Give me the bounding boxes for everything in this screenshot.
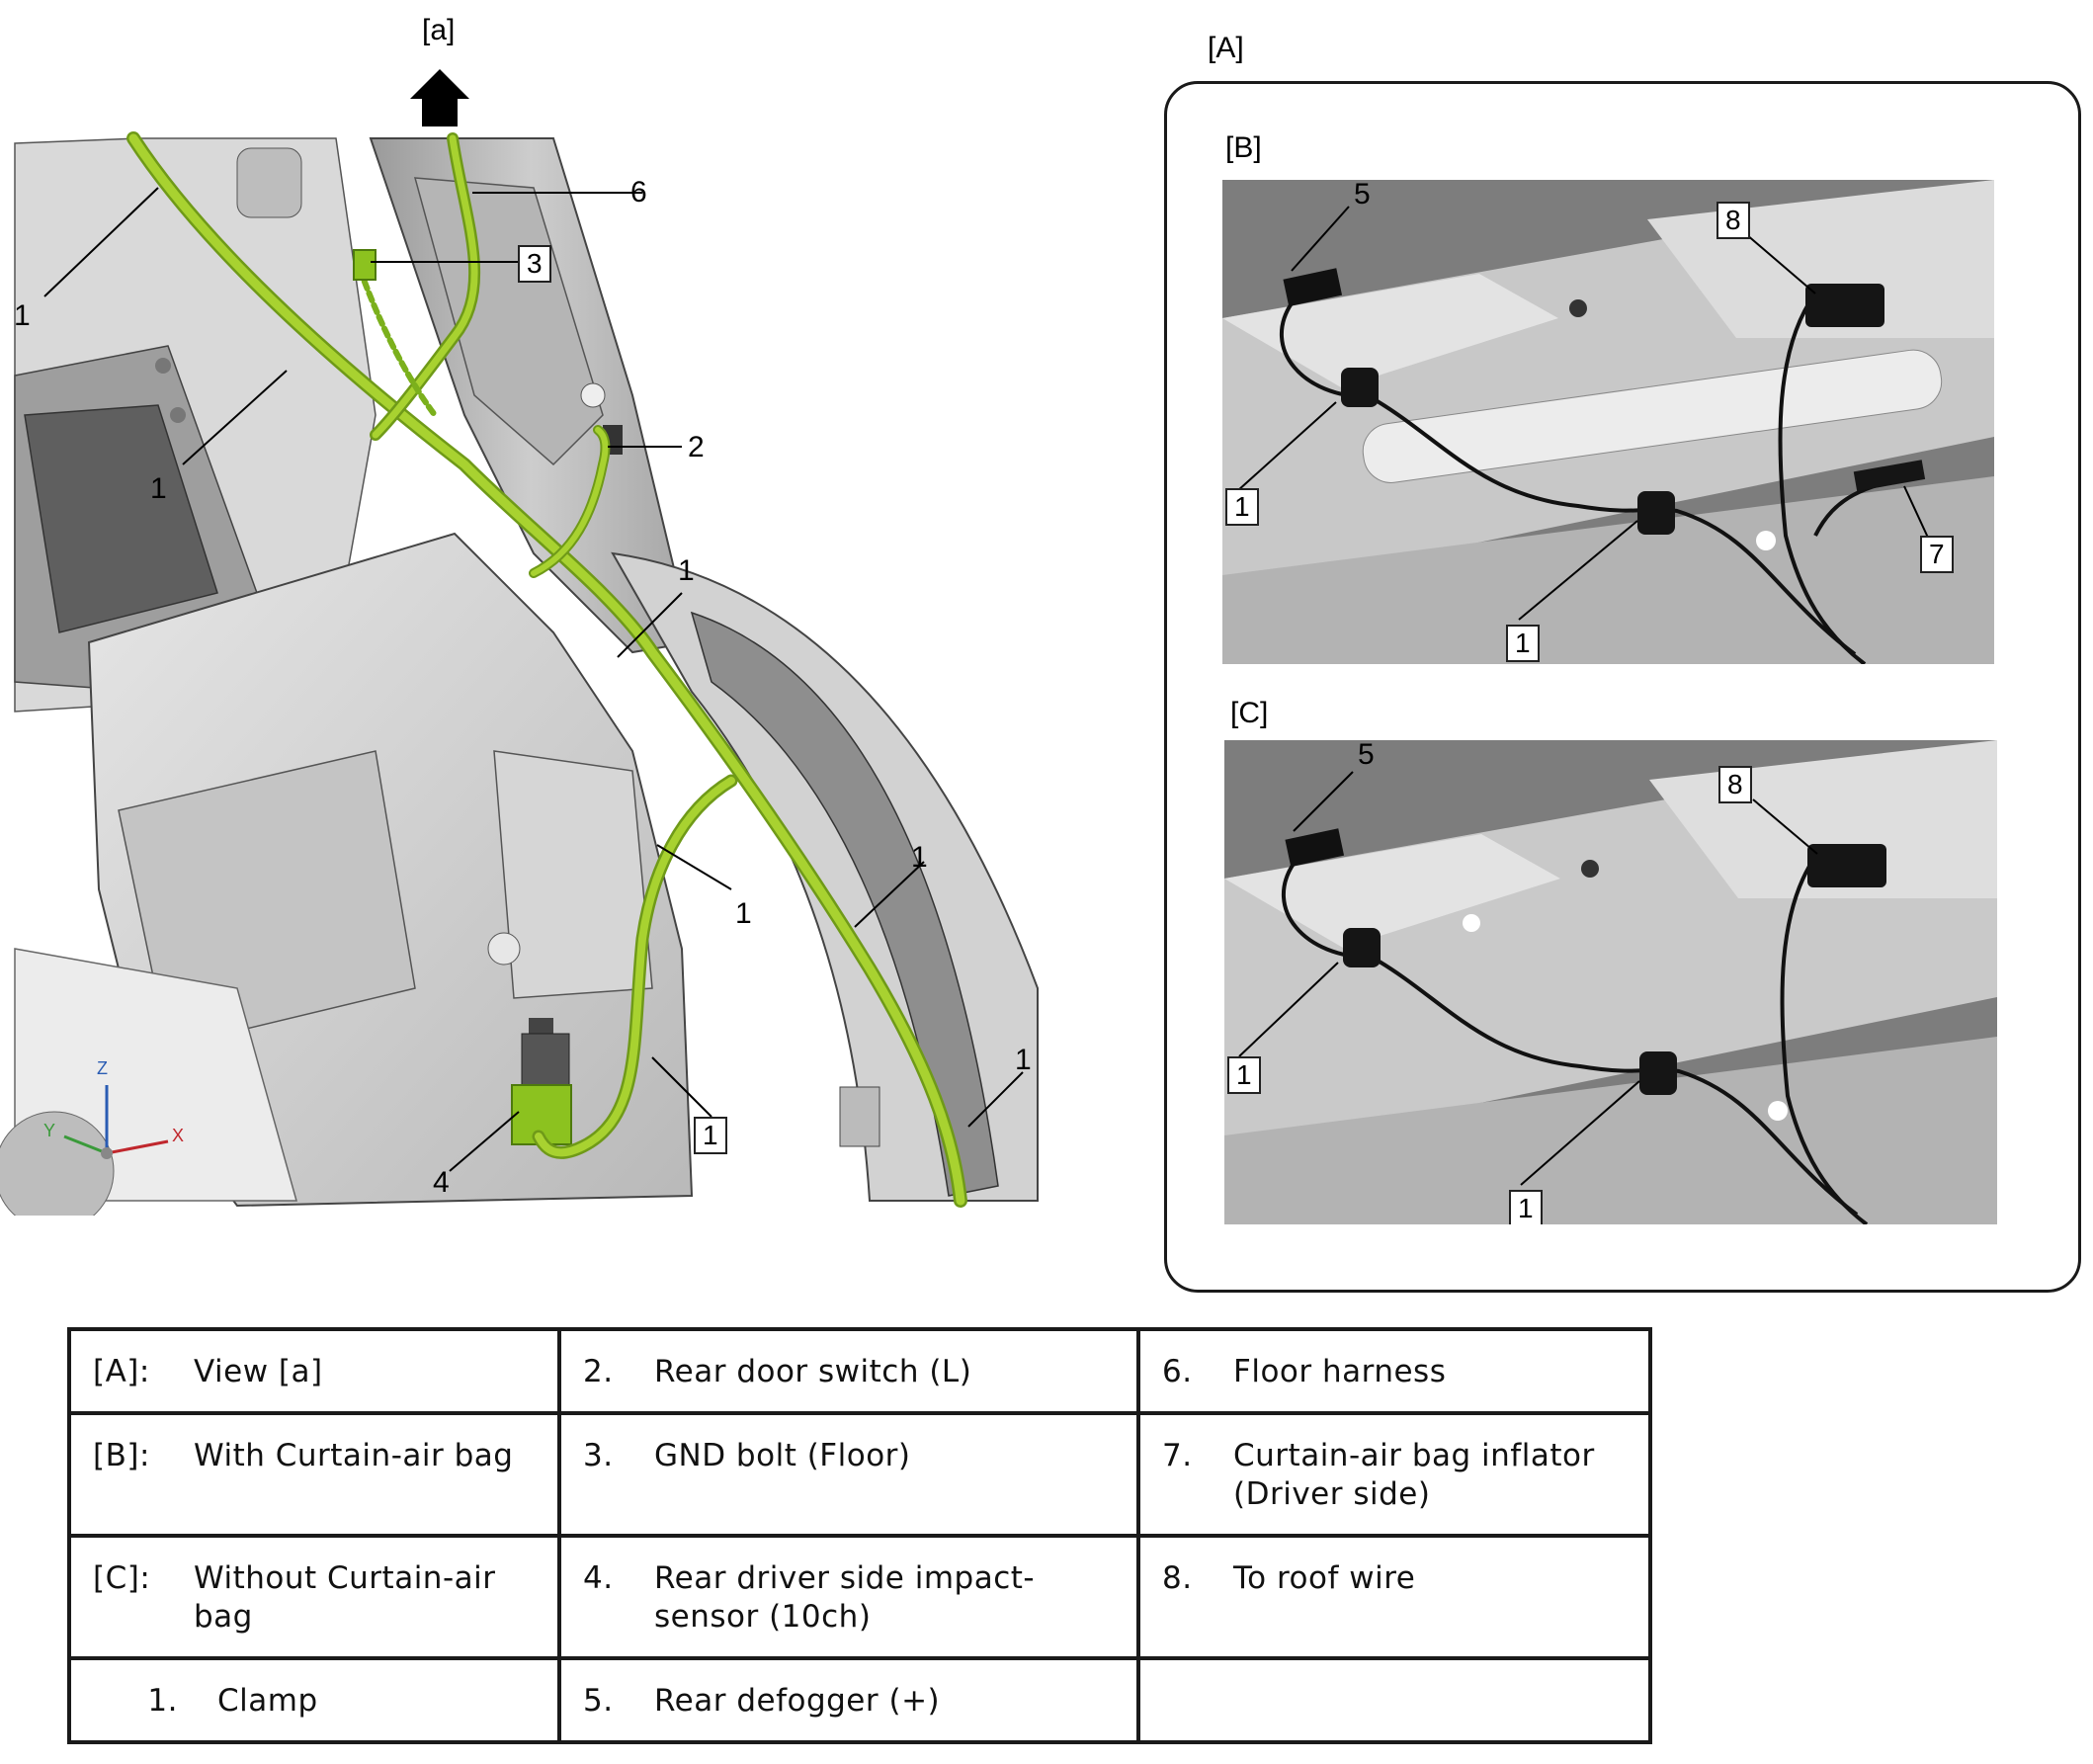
legend-cell: 2. Rear door switch (L)	[557, 1327, 1140, 1415]
callout-impact-sensor-4: 4	[433, 1166, 450, 1199]
panel-b-callout-5: 5	[1354, 180, 1371, 210]
legend-key: [C]:	[93, 1560, 151, 1596]
legend-row: 1. Clamp 5. Rear defogger (+)	[67, 1656, 1652, 1744]
panel-b-label: [B]	[1225, 131, 1262, 164]
legend-cell: [A]: View [a]	[67, 1327, 561, 1415]
callout-rear-door-switch-2: 2	[688, 431, 705, 463]
legend-desc: With Curtain-air bag	[194, 1438, 514, 1473]
legend-cell: 3. GND bolt (Floor)	[557, 1411, 1140, 1538]
callout-clamp-1g: 1	[1015, 1044, 1032, 1076]
panel-c-callout-8: 8	[1718, 766, 1752, 803]
legend-desc: View [a]	[194, 1354, 323, 1389]
panel-b-callout-1a: 1	[1225, 488, 1259, 526]
legend-desc: Curtain-air bag inflator (Driver side)	[1233, 1438, 1595, 1512]
callout-clamp-1a: 1	[14, 299, 31, 332]
legend-desc: To roof wire	[1233, 1560, 1416, 1596]
legend-desc: GND bolt (Floor)	[654, 1438, 911, 1473]
legend-row: [C]: Without Curtain-air bag 4. Rear drive…	[67, 1534, 1652, 1660]
legend-key: 5.	[583, 1683, 614, 1719]
legend-desc: Clamp	[217, 1683, 318, 1719]
legend-key: 1.	[147, 1683, 178, 1719]
view-direction-arrow-icon	[410, 69, 469, 126]
inset-view-frame: [B]	[1164, 81, 2081, 1293]
legend-cell: 6. Floor harness	[1136, 1327, 1652, 1415]
legend-desc: Rear door switch (L)	[654, 1354, 972, 1389]
callout-clamp-1c: 1	[678, 554, 695, 587]
panel-c-callout-1a: 1	[1227, 1056, 1261, 1094]
panel-b-callout-1b: 1	[1506, 625, 1540, 662]
legend-cell: [C]: Without Curtain-air bag	[67, 1534, 561, 1660]
legend-key: [B]:	[93, 1438, 150, 1473]
panel-c-label: [C]	[1230, 697, 1269, 729]
legend-key: 6.	[1162, 1354, 1193, 1389]
legend-cell: 5. Rear defogger (+)	[557, 1656, 1140, 1744]
panel-c-callout-5: 5	[1358, 740, 1375, 771]
legend-key: 2.	[583, 1354, 614, 1389]
legend-key: 3.	[583, 1438, 614, 1473]
legend-desc: Floor harness	[1233, 1354, 1447, 1389]
inset-label: [A]	[1208, 32, 1244, 64]
panel-c-photo: 5 8 1 1	[1224, 740, 1997, 1224]
legend-desc: Rear driver side impact- sensor (10ch)	[654, 1560, 1036, 1635]
legend-row: [A]: View [a] 2. Rear door switch (L) 6. Fl…	[67, 1327, 1652, 1415]
legend-cell: 7. Curtain-air bag inflator (Driver side)	[1136, 1411, 1652, 1538]
axis-z-label: Z	[97, 1058, 108, 1078]
view-arrow-label: [a]	[422, 14, 456, 46]
axis-y-label: Y	[43, 1121, 56, 1140]
legend-cell: [B]: With Curtain-air bag	[67, 1411, 561, 1538]
axis-x-label: X	[172, 1126, 185, 1145]
callout-gnd-bolt-3: 3	[518, 245, 551, 283]
legend-cell: 8. To roof wire	[1136, 1534, 1652, 1660]
legend-table: [A]: View [a] 2. Rear door switch (L) 6. Fl…	[67, 1327, 1652, 1744]
legend-key: 7.	[1162, 1438, 1193, 1473]
legend-key: 4.	[583, 1560, 614, 1596]
panel-c-callout-1b: 1	[1509, 1190, 1543, 1224]
legend-cell: 1. Clamp	[67, 1656, 561, 1744]
legend-row: [B]: With Curtain-air bag 3. GND bolt (Flo…	[67, 1411, 1652, 1538]
body-panel-drawing	[0, 69, 1039, 1216]
legend-desc: Rear defogger (+)	[654, 1683, 941, 1719]
legend-key: 8.	[1162, 1560, 1193, 1596]
panel-b-photo: 5 8 1 1 7	[1222, 180, 1994, 664]
callout-clamp-1b: 1	[150, 472, 167, 505]
main-view-diagram: [a] 1 1 6 3 2 1 1 1 1 1 4 Z Y X	[0, 0, 1057, 1216]
legend-desc: Without Curtain-air bag	[194, 1560, 496, 1635]
callout-clamp-1e: 1	[911, 841, 928, 874]
legend-cell	[1136, 1656, 1652, 1744]
callout-floor-harness-6: 6	[630, 176, 647, 209]
callout-clamp-1d: 1	[735, 897, 752, 930]
panel-b-callout-8: 8	[1716, 202, 1750, 239]
legend-key: [A]:	[93, 1354, 150, 1389]
legend-cell: 4. Rear driver side impact- sensor (10ch)	[557, 1534, 1140, 1660]
panel-b-callout-7: 7	[1920, 536, 1954, 573]
callout-clamp-1f: 1	[694, 1117, 727, 1154]
axis-triad	[63, 1085, 169, 1159]
